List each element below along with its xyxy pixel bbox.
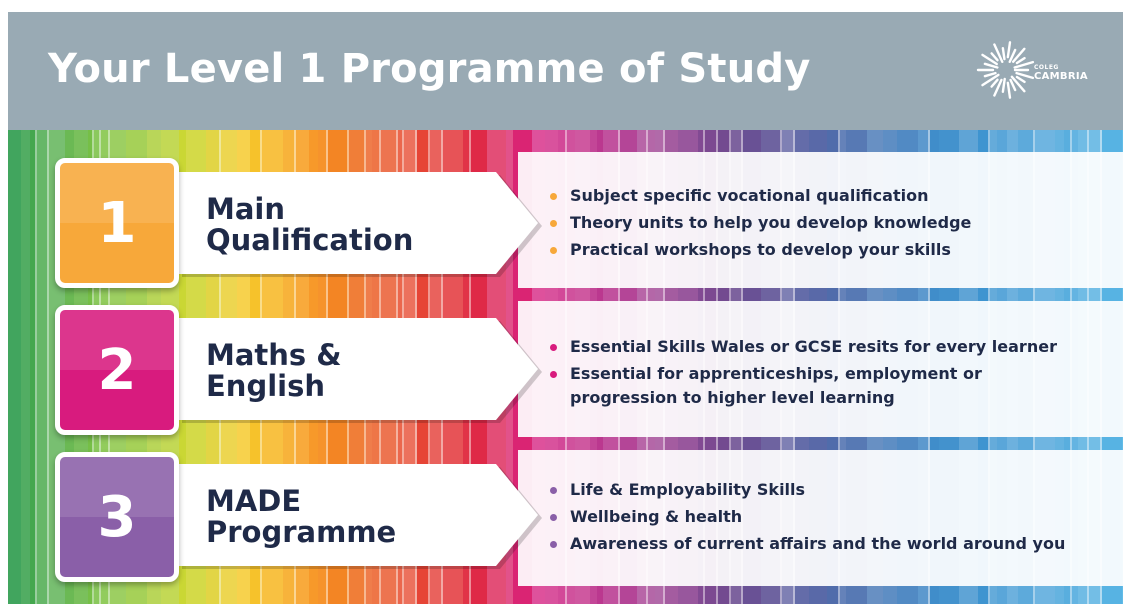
section-1-title-line1: Main (206, 192, 286, 226)
bullet-item: Practical workshops to develop your skil… (546, 238, 971, 262)
section-3-title-line2: Programme (206, 515, 397, 549)
bullet-dot (550, 371, 557, 378)
section-3-bullet-list: Life & Employability Skills Wellbeing & … (546, 478, 1065, 559)
colour-stripe-background: Subject specific vocational qualificatio… (8, 130, 1123, 604)
logo-ray (1015, 71, 1035, 80)
section-2-bullet-list: Essential Skills Wales or GCSE resits fo… (546, 335, 1057, 413)
box-shine (60, 310, 174, 370)
logo-ray (1013, 60, 1035, 69)
section-1-bullet-list: Subject specific vocational qualificatio… (546, 184, 971, 265)
coleg-cambria-logo: COLEG CAMBRIA (976, 34, 1096, 106)
section-3-number-box: 3 (55, 452, 179, 582)
section-2-arrow-label (178, 318, 538, 420)
header-banner: Your Level 1 Programme of Study COLEG CA… (8, 12, 1123, 130)
bullet-text: Life & Employability Skills (570, 480, 806, 499)
logo-text-coleg: COLEG (1034, 64, 1059, 71)
bullet-dot (550, 247, 557, 254)
section-1-number-box: 1 (55, 158, 179, 288)
section-2-number-box: 2 (55, 305, 179, 435)
stripe-highlight-2 (35, 130, 37, 604)
logo-ray (990, 52, 999, 62)
logo-ray (993, 43, 1004, 64)
stripe-3 (37, 130, 49, 604)
logo-ray (1015, 56, 1026, 65)
bullet-text: Practical workshops to develop your skil… (570, 240, 951, 259)
bullet-item: Essential Skills Wales or GCSE resits fo… (546, 335, 1057, 359)
section-3-number: 3 (97, 484, 137, 550)
logo-ray (981, 73, 1000, 87)
stripe-0 (8, 130, 21, 604)
bullet-text: Wellbeing & health (570, 507, 743, 526)
bullet-dot (550, 220, 557, 227)
section-2-title-line2: English (206, 369, 326, 403)
logo-ray (990, 78, 999, 88)
bullet-item: Subject specific vocational qualificatio… (546, 184, 971, 208)
bullet-text: Awareness of current affairs and the wor… (570, 534, 1066, 553)
logo-ray (1015, 75, 1026, 84)
bullet-item: Awareness of current affairs and the wor… (546, 532, 1065, 556)
stripe-highlight-3 (47, 130, 49, 604)
section-1-number: 1 (97, 190, 137, 256)
bullet-item: Life & Employability Skills (546, 478, 1065, 502)
box-shine (60, 163, 174, 223)
section-2-details-panel: Essential Skills Wales or GCSE resits fo… (518, 301, 1123, 437)
bullet-item: Essential for apprenticeships, employmen… (546, 362, 1057, 386)
bullet-text: Theory units to help you develop knowled… (570, 213, 972, 232)
bullet-dot (550, 193, 557, 200)
bullet-text: Essential Skills Wales or GCSE resits fo… (570, 337, 1057, 356)
section-3-title: MADE Programme (206, 486, 396, 548)
section-3-title-line1: MADE (206, 484, 302, 518)
bullet-text: Subject specific vocational qualificatio… (570, 186, 929, 205)
logo-ray (983, 71, 997, 78)
section-2-number: 2 (97, 337, 137, 403)
section-3-arrow-label (178, 464, 538, 566)
bullet-dot (550, 514, 557, 521)
bullet-dot (550, 487, 557, 494)
section-1-arrow-label (178, 172, 538, 274)
section-1-title-line2: Qualification (206, 223, 414, 257)
stripe-2 (30, 130, 37, 604)
logo-ray (1009, 78, 1017, 92)
bullet-dot (550, 344, 557, 351)
logo-ray (1008, 48, 1017, 64)
logo-ray (1001, 47, 1006, 61)
sunburst-icon (976, 41, 1035, 99)
bullet-item: Wellbeing & health (546, 505, 1065, 529)
bullet-text: progression to higher level learning (570, 388, 895, 407)
logo-ray (1001, 77, 1006, 93)
logo-ray (1006, 41, 1012, 59)
logo-ray (993, 78, 1003, 97)
bullet-item-continuation: progression to higher level learning (546, 386, 1057, 410)
section-1-details-panel: Subject specific vocational qualificatio… (518, 152, 1123, 288)
page-title: Your Level 1 Programme of Study (48, 46, 811, 92)
section-2-title: Maths & English (206, 340, 342, 402)
box-shine (60, 457, 174, 517)
logo-ray (1006, 81, 1012, 99)
section-2-title-line1: Maths & (206, 338, 342, 372)
stripe-1 (21, 130, 30, 604)
section-1-title: Main Qualification (206, 194, 413, 256)
section-3-details-panel: Life & Employability Skills Wellbeing & … (518, 450, 1123, 586)
bullet-dot (550, 541, 557, 548)
logo-ray (981, 53, 998, 66)
bullet-text: Essential for apprenticeships, employmen… (570, 364, 982, 383)
logo-ray (1010, 75, 1026, 93)
logo-ray (1012, 47, 1026, 63)
bullet-item: Theory units to help you develop knowled… (546, 211, 971, 235)
logo-text-cambria: CAMBRIA (1034, 71, 1088, 82)
logo-ray (983, 62, 999, 69)
